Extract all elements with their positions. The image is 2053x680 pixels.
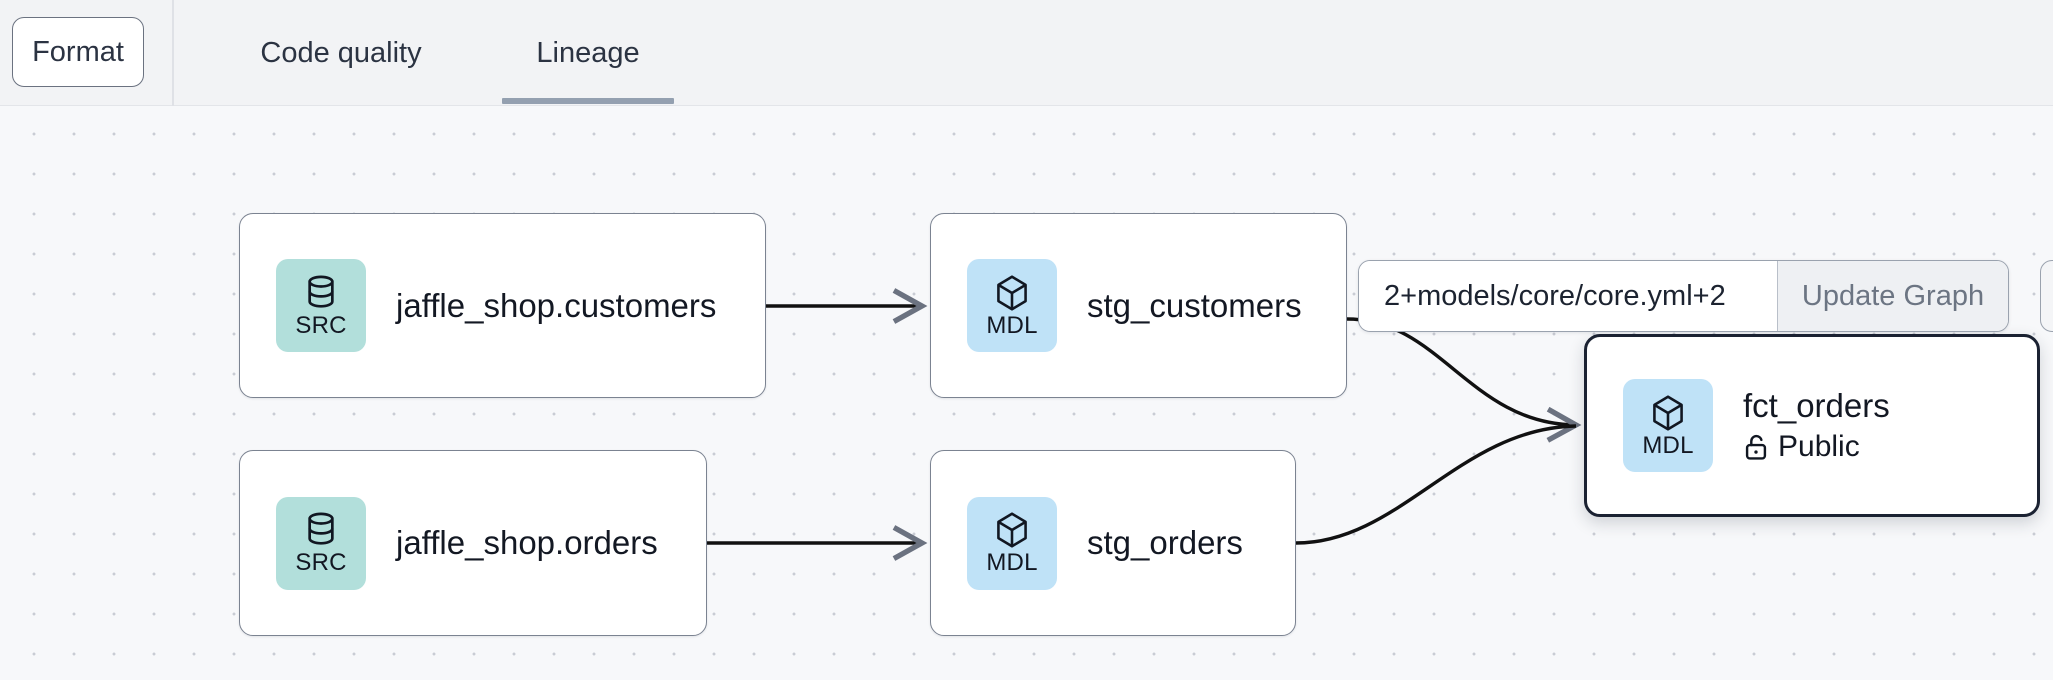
node-badge-mdl: MDL: [967, 496, 1057, 590]
update-graph-label: Update Graph: [1801, 279, 1985, 312]
node-access-row: Public: [1743, 430, 1890, 464]
node-title: fct_orders: [1743, 386, 1890, 424]
node-badge-src-label: SRC: [295, 549, 347, 576]
tab-bar: Code quality Lineage: [172, 0, 674, 106]
tab-code-quality-label: Code quality: [260, 36, 422, 69]
tab-code-quality[interactable]: Code quality: [242, 0, 440, 106]
lineage-node-src-customers[interactable]: SRC jaffle_shop.customers: [239, 213, 766, 398]
toolbar-divider: [172, 0, 174, 106]
selector-input[interactable]: [1359, 261, 1777, 331]
node-body: stg_customers: [1087, 287, 1302, 325]
node-badge-mdl-label: MDL: [1642, 431, 1694, 459]
node-body: jaffle_shop.orders: [396, 524, 658, 562]
cube-icon: [997, 512, 1027, 548]
edge-stg-customers-to-fct-orders: [1346, 317, 1582, 443]
unlock-icon: [1745, 435, 1767, 461]
tab-lineage-label: Lineage: [536, 36, 640, 69]
node-title: jaffle_shop.customers: [396, 286, 717, 324]
node-title: stg_orders: [1087, 524, 1243, 562]
lineage-node-fct-orders[interactable]: MDL fct_orders Public: [1584, 334, 2040, 517]
database-icon: [308, 512, 334, 545]
node-badge-mdl-label: MDL: [986, 311, 1038, 339]
node-access-label: Public: [1778, 430, 1860, 464]
node-body: fct_orders Public: [1743, 387, 1890, 465]
node-body: jaffle_shop.customers: [396, 287, 716, 325]
top-toolbar: Format Code quality Lineage: [0, 0, 2053, 106]
lineage-node-stg-customers[interactable]: MDL stg_customers: [930, 213, 1347, 398]
database-icon: [308, 275, 334, 308]
cube-icon: [997, 274, 1027, 311]
lineage-canvas[interactable]: SRC jaffle_shop.customers MDL stg_custom…: [0, 106, 2053, 680]
node-title: jaffle_shop.orders: [396, 524, 658, 562]
format-button-label: Format: [32, 35, 124, 68]
update-graph-button[interactable]: Update Graph: [1777, 261, 2008, 331]
node-badge-mdl-label: MDL: [986, 549, 1038, 576]
edge-stg-orders-to-fct-orders: [1295, 424, 1577, 545]
node-badge-src-label: SRC: [295, 311, 347, 339]
node-title: stg_customers: [1087, 286, 1302, 324]
lineage-node-src-orders[interactable]: SRC jaffle_shop.orders: [239, 450, 707, 636]
tab-lineage[interactable]: Lineage: [502, 0, 674, 106]
node-body: stg_orders: [1087, 524, 1243, 562]
format-button[interactable]: Format: [12, 17, 144, 87]
graph-controls: Update Graph: [1358, 260, 2009, 332]
tab-active-underline: [502, 98, 674, 104]
lineage-node-stg-orders[interactable]: MDL stg_orders: [930, 450, 1296, 636]
node-badge-mdl: MDL: [1623, 379, 1713, 472]
cube-icon: [1653, 394, 1683, 431]
graph-control-overflow[interactable]: [2040, 260, 2053, 332]
node-badge-src: SRC: [276, 259, 366, 352]
node-badge-src: SRC: [276, 496, 366, 590]
node-badge-mdl: MDL: [967, 259, 1057, 352]
